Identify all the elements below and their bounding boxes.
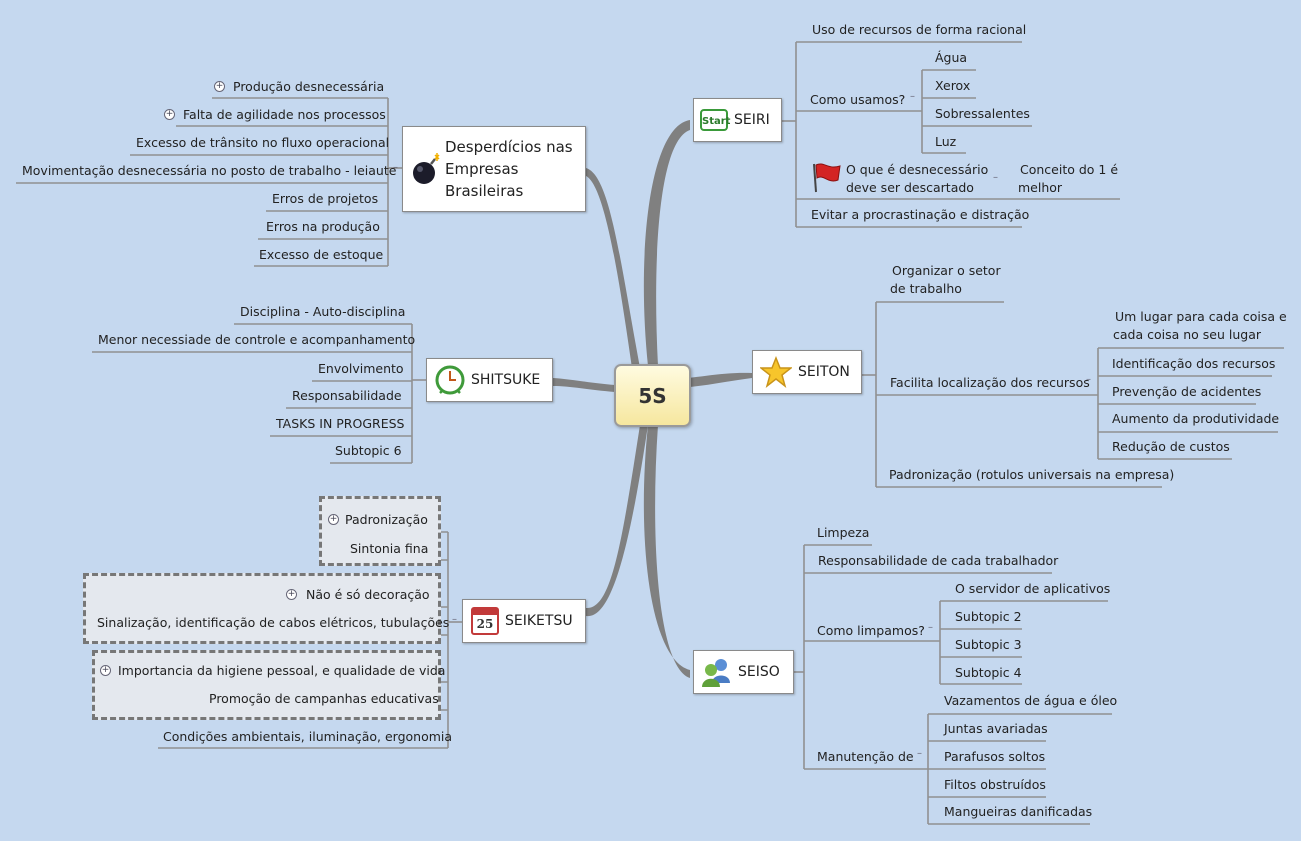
seiketsu-item[interactable]: Padronização	[345, 512, 428, 527]
topic-shitsuke[interactable]: SHITSUKE	[426, 358, 553, 402]
topic-seiketsu-label: SEIKETSU	[505, 613, 573, 629]
seiton-padronizacao[interactable]: Padronização (rotulos universais na empr…	[889, 467, 1175, 482]
expand-icon[interactable]: +	[164, 109, 175, 120]
topic-seiso[interactable]: SEISO	[693, 650, 794, 694]
expand-icon[interactable]: +	[100, 665, 111, 676]
topic-seiri[interactable]: Start SEIRI	[693, 98, 782, 142]
desperdicio-item[interactable]: Excesso de trânsito no fluxo operacional	[136, 135, 390, 150]
collapse-icon[interactable]: –	[393, 162, 398, 173]
shitsuke-item[interactable]: TASKS IN PROGRESS	[276, 416, 405, 431]
topic-shitsuke-label: SHITSUKE	[471, 372, 541, 388]
seiso-manutencao-item[interactable]: Juntas avariadas	[944, 721, 1048, 736]
seiri-oque[interactable]: O que é desnecessário deve ser descartad…	[846, 162, 989, 195]
shitsuke-item[interactable]: Responsabilidade	[292, 388, 402, 403]
seiton-item[interactable]: Redução de custos	[1112, 439, 1230, 454]
seiri-como-item[interactable]: Água	[935, 50, 968, 65]
seiri-evitar[interactable]: Evitar a procrastinação e distração	[811, 207, 1030, 222]
seiso-responsabilidade[interactable]: Responsabilidade de cada trabalhador	[818, 553, 1059, 568]
desperdicio-item[interactable]: Falta de agilidade nos processos	[183, 107, 386, 122]
users-icon	[702, 659, 730, 687]
seiso-como-item[interactable]: O servidor de aplicativos	[955, 581, 1111, 596]
seiri-como-usamos[interactable]: Como usamos?	[810, 92, 906, 107]
seiketsu-item[interactable]: Importancia da higiene pessoal, e qualid…	[118, 663, 446, 678]
collapse-icon[interactable]: –	[993, 172, 998, 183]
boundary-padronizacao	[319, 496, 441, 566]
seiketsu-item[interactable]: Sinalização, identificação de cabos elét…	[97, 615, 450, 630]
collapse-icon[interactable]: –	[452, 614, 457, 625]
seiso-manutencao-item[interactable]: Mangueiras danificadas	[944, 804, 1093, 819]
desperdicio-item[interactable]: Erros na produção	[266, 219, 380, 234]
seiso-como-limpamos[interactable]: Como limpamos?	[817, 623, 925, 638]
desperdicio-item[interactable]: Produção desnecessária	[233, 79, 385, 94]
seiri-conceito[interactable]: Conceito do 1 é melhor	[1018, 162, 1119, 195]
expand-icon[interactable]: +	[286, 589, 297, 600]
shitsuke-item[interactable]: Disciplina - Auto-disciplina	[240, 304, 406, 319]
central-topic-label: 5S	[638, 383, 667, 408]
collapse-icon[interactable]: –	[910, 91, 915, 102]
shitsuke-item[interactable]: Menor necessiade de controle e acompanha…	[98, 332, 416, 347]
expand-icon[interactable]: +	[214, 81, 225, 92]
topic-desperdicios[interactable]: Desperdícios nas Empresas Brasileiras	[402, 126, 586, 212]
shitsuke-item[interactable]: Envolvimento	[318, 361, 404, 376]
seiri-como-item[interactable]: Xerox	[935, 78, 971, 93]
seiketsu-item[interactable]: Promoção de campanhas educativas	[209, 691, 439, 706]
topic-seiso-label: SEISO	[738, 664, 780, 680]
seiketsu-item[interactable]: Condições ambientais, iluminação, ergono…	[163, 729, 453, 744]
seiso-como-item[interactable]: Subtopic 4	[955, 665, 1022, 680]
seiso-manutencao-item[interactable]: Vazamentos de água e óleo	[944, 693, 1118, 708]
seiton-item[interactable]: Aumento da produtividade	[1112, 411, 1280, 426]
central-topic[interactable]: 5S	[614, 364, 691, 427]
seiri-como-item[interactable]: Luz	[935, 134, 957, 149]
seiso-como-item[interactable]: Subtopic 2	[955, 609, 1022, 624]
seiso-manutencao-item[interactable]: Filtos obstruídos	[944, 777, 1046, 792]
seiso-manutencao-item[interactable]: Parafusos soltos	[944, 749, 1046, 764]
seiketsu-item[interactable]: Sintonia fina	[350, 541, 429, 556]
seiton-facilita[interactable]: Facilita localização dos recursos	[890, 375, 1090, 390]
topic-seiri-label: SEIRI	[734, 112, 770, 128]
topic-desperdicios-label: Desperdícios nas Empresas Brasileiras	[445, 138, 573, 200]
desperdicio-item[interactable]: Erros de projetos	[272, 191, 379, 206]
calendar-icon: 25	[471, 607, 499, 635]
expand-icon[interactable]: +	[328, 514, 339, 525]
start-icon: Start	[700, 109, 730, 131]
boundary-higiene	[92, 650, 441, 720]
topic-seiketsu[interactable]: 25 SEIKETSU	[462, 599, 586, 643]
bomb-icon	[413, 153, 440, 184]
collapse-icon[interactable]: –	[1086, 374, 1091, 385]
seiso-manutencao[interactable]: Manutenção de	[817, 749, 914, 764]
seiso-como-item[interactable]: Subtopic 3	[955, 637, 1022, 652]
flag-icon	[813, 163, 841, 193]
topic-seiton-label: SEITON	[798, 364, 850, 380]
desperdicio-item[interactable]: Excesso de estoque	[259, 247, 384, 262]
seiton-organizar[interactable]: Organizar o setor de trabalho	[890, 263, 1001, 296]
seiton-item[interactable]: Identificação dos recursos	[1112, 356, 1276, 371]
seiketsu-item[interactable]: Não é só decoração	[306, 587, 430, 602]
topic-seiton[interactable]: SEITON	[752, 350, 862, 394]
collapse-icon[interactable]: –	[928, 622, 933, 633]
seiton-item[interactable]: Um lugar para cada coisa e cada coisa no…	[1113, 309, 1287, 342]
clock-icon	[435, 365, 465, 395]
seiton-item[interactable]: Prevenção de acidentes	[1112, 384, 1262, 399]
seiri-uso[interactable]: Uso de recursos de forma racional	[812, 22, 1027, 37]
collapse-icon[interactable]: –	[917, 748, 922, 759]
shitsuke-item[interactable]: Subtopic 6	[335, 443, 402, 458]
desperdicio-item[interactable]: Movimentação desnecessária no posto de t…	[22, 163, 397, 178]
boundary-decoracao	[83, 573, 441, 644]
seiri-como-item[interactable]: Sobressalentes	[935, 106, 1030, 121]
star-icon	[760, 356, 792, 388]
seiso-limpeza[interactable]: Limpeza	[817, 525, 870, 540]
